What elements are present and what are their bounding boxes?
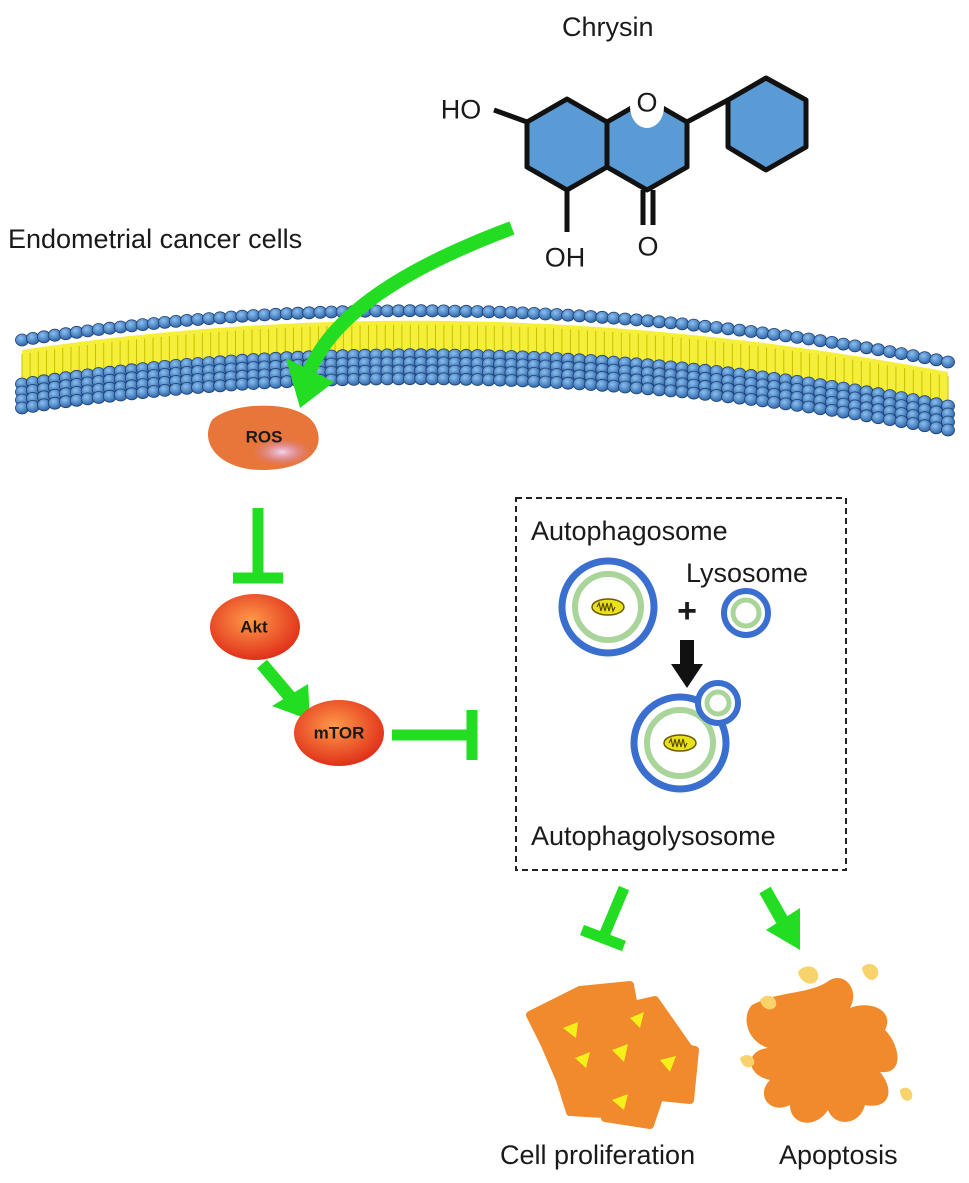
lipid-head xyxy=(882,345,897,359)
lipid-head xyxy=(836,405,851,419)
chrysin-title: Chrysin xyxy=(562,12,654,42)
lipid-head xyxy=(894,415,909,429)
autophagolysosome-vesicle xyxy=(630,680,741,793)
membrane-bilayer xyxy=(15,304,955,437)
proliferation-label: Cell proliferation xyxy=(500,1140,696,1170)
lipid-head xyxy=(698,319,712,333)
ros-node xyxy=(207,405,319,470)
akt-node xyxy=(210,594,300,660)
chrysin-to-ros-arrow xyxy=(286,221,515,408)
lipid-tail-band xyxy=(22,320,948,406)
lipid-head xyxy=(778,397,793,411)
lipid-head xyxy=(686,386,701,400)
lipid-head xyxy=(744,325,758,338)
proliferating-cells-icon xyxy=(526,981,699,1129)
lipid-head xyxy=(917,419,932,433)
ring-oxygen-gap xyxy=(630,86,664,128)
autophagolysosome-label: Autophagolysosome xyxy=(531,821,776,851)
lipid-head xyxy=(721,322,735,336)
lipid-head xyxy=(790,398,805,412)
akt-label: Akt xyxy=(240,617,268,637)
lipid-head xyxy=(778,329,793,343)
ring-oxygen-label: O xyxy=(636,87,658,118)
autophagosome-label: Autophagosome xyxy=(531,516,728,546)
lipid-head xyxy=(790,330,805,344)
cell-type-label: Endometrial cancer cells xyxy=(8,224,303,254)
apoptotic-cell-icon xyxy=(740,964,913,1123)
lipid-head xyxy=(675,385,690,399)
lipid-head xyxy=(801,332,816,346)
lipid-head xyxy=(894,347,909,361)
lipid-head xyxy=(917,351,932,365)
lipid-head xyxy=(732,391,747,405)
lipid-head xyxy=(629,381,644,395)
lipid-head xyxy=(709,389,724,402)
lipid-head xyxy=(825,403,839,417)
lysosome-vesicle xyxy=(721,588,771,638)
lipid-head xyxy=(675,317,690,331)
hydroxyl-label-7: HO xyxy=(440,94,482,125)
carbonyl-oxygen-label: O xyxy=(637,231,659,262)
lipid-head xyxy=(848,407,862,421)
lipid-head xyxy=(906,349,920,363)
mtor-inhibits-autophagy xyxy=(392,710,478,760)
lipid-head xyxy=(929,421,944,435)
ros-label: ROS xyxy=(245,427,283,447)
lipid-head xyxy=(801,400,816,414)
lipid-head xyxy=(606,311,621,325)
autophagosome-vesicle xyxy=(558,557,658,657)
autophagy-inhibits-proliferation xyxy=(580,885,630,952)
lipid-head xyxy=(767,395,781,409)
lipid-head xyxy=(906,417,920,431)
lipid-head xyxy=(663,316,678,330)
lipid-head xyxy=(606,379,621,393)
mtor-node xyxy=(294,700,384,766)
lipid-head xyxy=(755,326,770,340)
lipid-head xyxy=(941,423,955,437)
autophagy-to-apoptosis-arrow xyxy=(759,886,800,950)
lipid-head xyxy=(767,327,781,341)
mtor-label: mTOR xyxy=(313,723,365,743)
lipid-head xyxy=(618,312,632,326)
lipid-head xyxy=(941,355,955,369)
lipid-head xyxy=(652,383,667,397)
lipid-head xyxy=(929,353,944,367)
hydroxyl-label-5: OH xyxy=(544,242,586,273)
lipid-head xyxy=(859,409,874,423)
lipid-head xyxy=(813,402,828,416)
lipid-head xyxy=(859,341,874,355)
autophagy-box xyxy=(515,497,847,871)
chrysin-structure xyxy=(493,75,809,232)
lipid-head xyxy=(836,337,851,351)
lipid-head xyxy=(709,321,724,334)
lipid-head xyxy=(755,394,770,408)
lipid-head xyxy=(882,413,897,427)
lipid-head xyxy=(698,387,712,401)
lipid-head xyxy=(871,411,886,425)
lipid-head xyxy=(848,339,862,353)
lipid-head xyxy=(641,314,655,328)
fusion-arrow xyxy=(671,640,703,688)
apoptosis-label: Apoptosis xyxy=(779,1140,898,1170)
lipid-head xyxy=(732,323,747,337)
lipid-head xyxy=(686,318,701,332)
lipid-head xyxy=(721,390,735,404)
lipid-head xyxy=(641,382,655,396)
lipid-head xyxy=(652,315,667,329)
akt-to-mtor-arrow xyxy=(257,659,310,720)
lipid-head xyxy=(871,343,886,357)
lipid-head xyxy=(825,335,839,349)
lipid-head xyxy=(813,334,828,348)
lysosome-label: Lysosome xyxy=(686,558,809,588)
lipid-head xyxy=(663,384,678,398)
ros-inhibits-akt xyxy=(233,508,283,584)
lipid-head xyxy=(629,313,644,327)
plus-sign: + xyxy=(677,592,697,630)
lipid-head xyxy=(618,380,632,394)
lipid-head xyxy=(744,393,758,406)
